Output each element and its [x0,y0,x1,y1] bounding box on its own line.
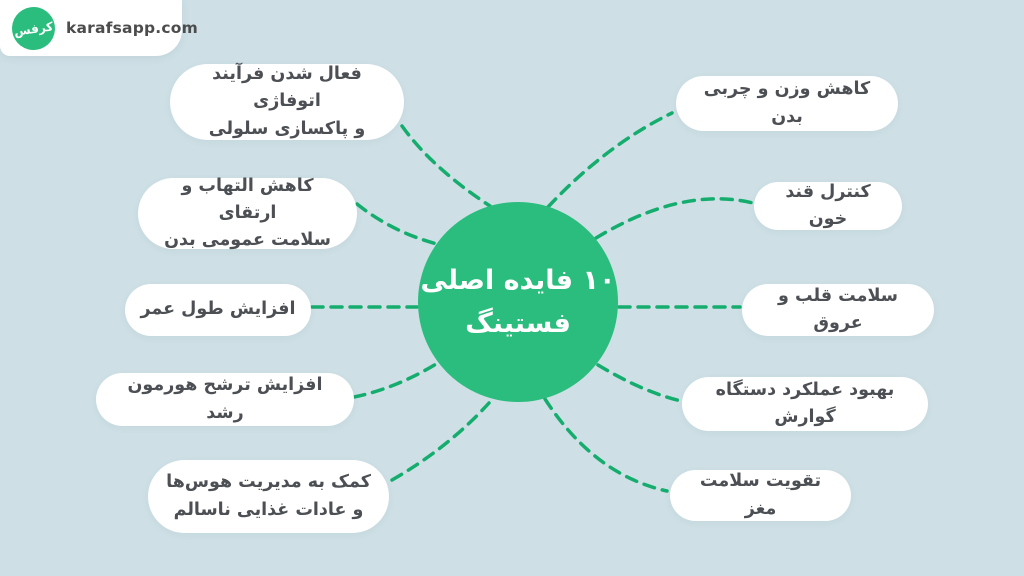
center-topic-circle: ۱۰ فایده اصلی فستینگ [418,202,618,402]
benefit-autophagy: فعال شدن فرآیند اتوفاژی و پاکسازی سلولی [170,64,404,140]
benefit-label: افزایش طول عمر [140,299,296,320]
karafs-logo-icon: کرفس [9,3,58,53]
benefit-label: کنترل قند خون [785,181,871,229]
logo-text: karafsapp.com [66,19,198,37]
center-topic-title: ۱۰ فایده اصلی فستینگ [421,259,616,345]
benefit-label: افزایش ترشح هورمون رشد [127,375,323,423]
logo-card: کرفس karafsapp.com [0,0,198,56]
karafs-logo-glyph: کرفس [13,18,54,38]
connector-autophagy [400,124,492,208]
benefit-weight-loss: کاهش وزن و چربی بدن [676,76,898,131]
benefit-brain-health: تقویت سلامت مغز [670,470,851,521]
benefit-lifespan: افزایش طول عمر [125,284,311,336]
benefit-label: کمک به مدیریت هوس‌ها و عادات غذایی ناسال… [166,472,371,520]
benefit-growth-hormone: افزایش ترشح هورمون رشد [96,373,354,426]
connector-weight-loss [546,111,674,209]
benefit-blood-sugar: کنترل قند خون [754,182,902,230]
benefit-label: فعال شدن فرآیند اتوفاژی و پاکسازی سلولی [208,64,366,139]
benefit-cravings: کمک به مدیریت هوس‌ها و عادات غذایی ناسال… [148,460,389,533]
connector-cravings [390,401,491,482]
benefit-label: بهبود عملکرد دستگاه گوارش [715,379,895,427]
benefit-label: کاهش التهاب و ارتقای سلامت عمومی بدن [164,175,331,251]
connector-inflammation [355,202,439,246]
connector-brain-health [543,397,669,493]
benefit-label: تقویت سلامت مغز [699,471,822,519]
center-title-line2: فستینگ [465,308,571,339]
connector-digestion [596,363,683,403]
benefit-digestion: بهبود عملکرد دستگاه گوارش [682,377,928,431]
benefit-label: کاهش وزن و چربی بدن [703,79,871,127]
benefit-inflammation: کاهش التهاب و ارتقای سلامت عمومی بدن [138,176,357,250]
connector-blood-sugar [594,197,755,240]
connector-growth-hormone [352,359,443,399]
benefit-heart-health: سلامت قلب و عروق [742,284,934,336]
center-title-line1: ۱۰ فایده اصلی [420,264,616,296]
benefit-label: سلامت قلب و عروق [777,285,899,333]
